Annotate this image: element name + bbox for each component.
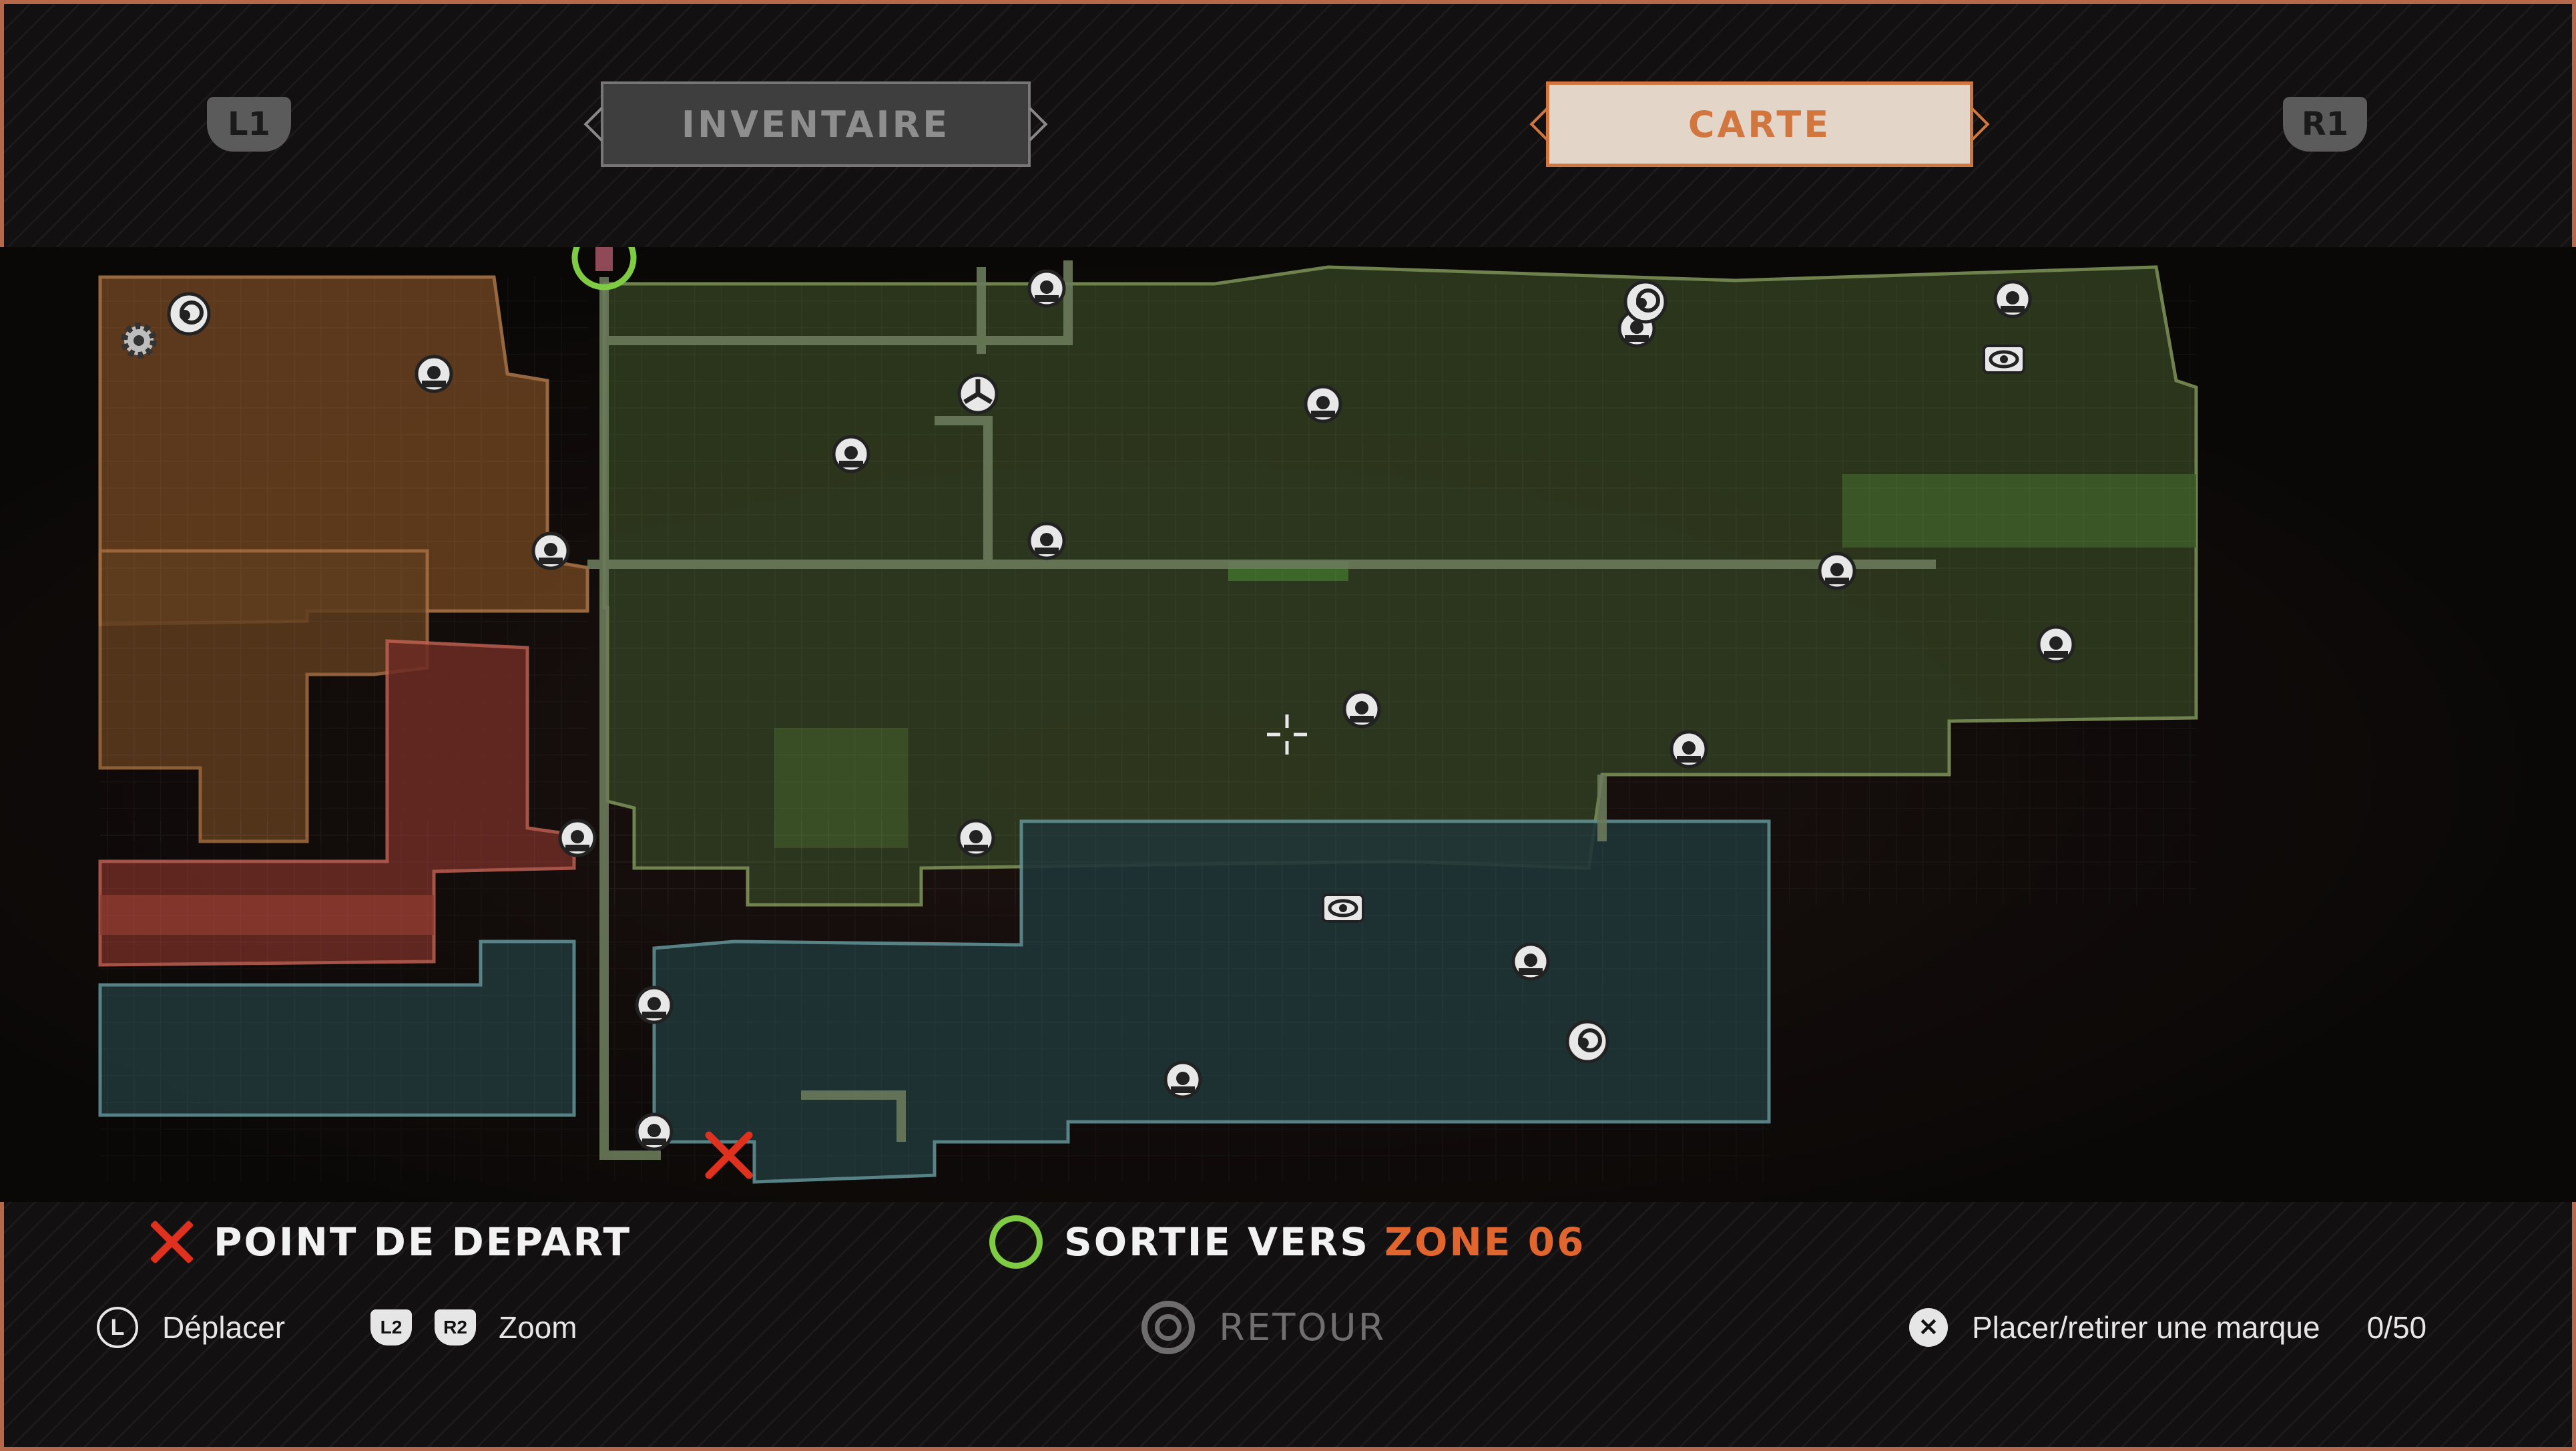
fan-marker [957, 373, 999, 415]
gear-marker [121, 323, 157, 359]
mark-count: 0/50 [2366, 1310, 2427, 1345]
fan-blades [963, 379, 993, 405]
gear-icon-center [134, 335, 144, 346]
save-point-icon [1029, 271, 1064, 306]
tab-inventaire-label: INVENTAIRE [681, 103, 951, 146]
save-point-icon [637, 988, 672, 1022]
save-point-icon [959, 821, 993, 855]
orb-icon [1625, 282, 1665, 322]
zoom-label: Zoom [499, 1310, 577, 1345]
left-stick-letter: L [110, 1314, 125, 1340]
cross-button-icon: ✕ [1909, 1308, 1948, 1347]
legend-start: POINT DE DEPART [148, 1212, 631, 1272]
save-point-icon [2039, 627, 2073, 662]
start-marker-icon [705, 1131, 753, 1179]
tab-inventaire[interactable]: INVENTAIRE [583, 81, 1048, 167]
map-canvas[interactable] [0, 247, 2576, 1202]
back-label: RETOUR [1219, 1305, 1386, 1350]
tab-carte[interactable]: CARTE [1529, 81, 1990, 167]
zone-green-region [602, 265, 2198, 907]
l2-trigger-icon: L2 [370, 1309, 412, 1345]
map-corridors [587, 260, 1936, 1160]
exit-legend-label: SORTIE VERS [1064, 1219, 1370, 1265]
exit-marker-icon[interactable] [571, 247, 637, 290]
save-point-icon [1166, 1062, 1200, 1097]
control-mark[interactable]: ✕ Placer/retirer une marque 0/50 [1909, 1301, 2426, 1354]
exit-door [595, 247, 613, 271]
l2-label: L2 [380, 1317, 403, 1337]
save-point-icon [1344, 692, 1379, 727]
r2-trigger-icon: R2 [435, 1309, 476, 1345]
left-stick-icon: L [97, 1307, 138, 1348]
circle-button-icon [1141, 1301, 1195, 1354]
mark-label: Placer/retirer une marque [1972, 1310, 2320, 1345]
save-point-icon [1671, 732, 1706, 767]
save-point-icon [1820, 554, 1854, 588]
start-legend-icon [148, 1219, 195, 1265]
save-point-icon [1306, 387, 1340, 421]
save-point-icon [637, 1114, 672, 1149]
control-back[interactable]: RETOUR [1141, 1301, 1386, 1354]
move-label: Déplacer [162, 1310, 286, 1345]
control-move: L Déplacer [97, 1301, 285, 1354]
eye-icon [1984, 346, 2024, 373]
save-point-icon [560, 821, 595, 855]
map-panel[interactable] [0, 247, 2576, 1202]
orb-icon [169, 294, 209, 334]
save-point-icon [1513, 944, 1548, 979]
l1-shoulder-button[interactable]: L1 [207, 97, 291, 152]
control-zoom: L2 R2 Zoom [370, 1301, 577, 1354]
tab-carte-label: CARTE [1688, 103, 1832, 146]
r1-label: R1 [2301, 106, 2349, 143]
start-legend-label: POINT DE DEPART [214, 1219, 632, 1265]
legend-exit: SORTIE VERS ZONE 06 [989, 1212, 1585, 1272]
save-point-icon [1029, 524, 1064, 558]
orb-icon [1567, 1022, 1607, 1062]
save-point-icon [834, 437, 868, 471]
r2-label: R2 [443, 1317, 467, 1337]
map-cursor-crosshair[interactable] [1267, 714, 1307, 755]
l1-label: L1 [228, 106, 270, 143]
zone-teal-region [98, 819, 1771, 1184]
exit-zone-label: ZONE 06 [1384, 1219, 1586, 1265]
save-point-icon [417, 357, 451, 391]
save-point-icon [1995, 282, 2030, 317]
eye-icon [1323, 895, 1363, 921]
save-point-icon [533, 534, 568, 568]
r1-shoulder-button[interactable]: R1 [2283, 97, 2367, 152]
exit-legend-icon [989, 1215, 1043, 1269]
